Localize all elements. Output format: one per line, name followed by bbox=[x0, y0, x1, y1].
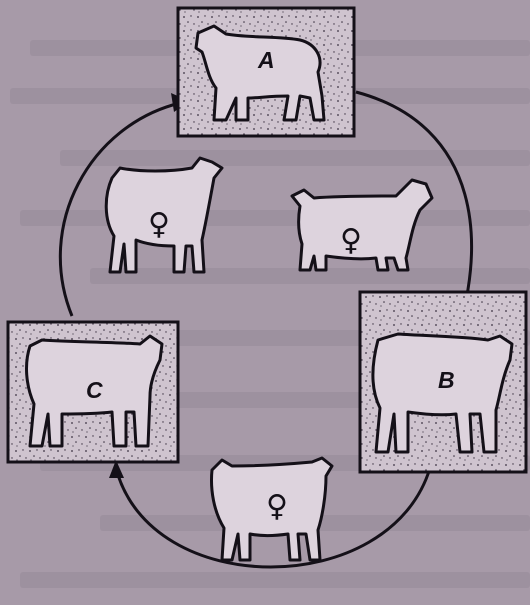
breed-a-label: A bbox=[257, 47, 275, 73]
female-symbol-right: ♀ bbox=[340, 223, 362, 258]
breed-a-box: A bbox=[178, 8, 354, 136]
breed-c-box: C bbox=[8, 322, 178, 462]
breed-c-label: C bbox=[86, 377, 103, 403]
female-calf-left: ♀ bbox=[106, 158, 222, 272]
female-calf-bottom: ♀ bbox=[212, 458, 333, 560]
heifer-right-icon bbox=[292, 180, 432, 270]
breed-b-box: B bbox=[360, 292, 526, 472]
breed-b-label: B bbox=[438, 367, 455, 393]
female-symbol-bottom: ♀ bbox=[266, 489, 288, 524]
female-calf-right: ♀ bbox=[292, 180, 432, 270]
female-symbol-left: ♀ bbox=[148, 207, 170, 242]
